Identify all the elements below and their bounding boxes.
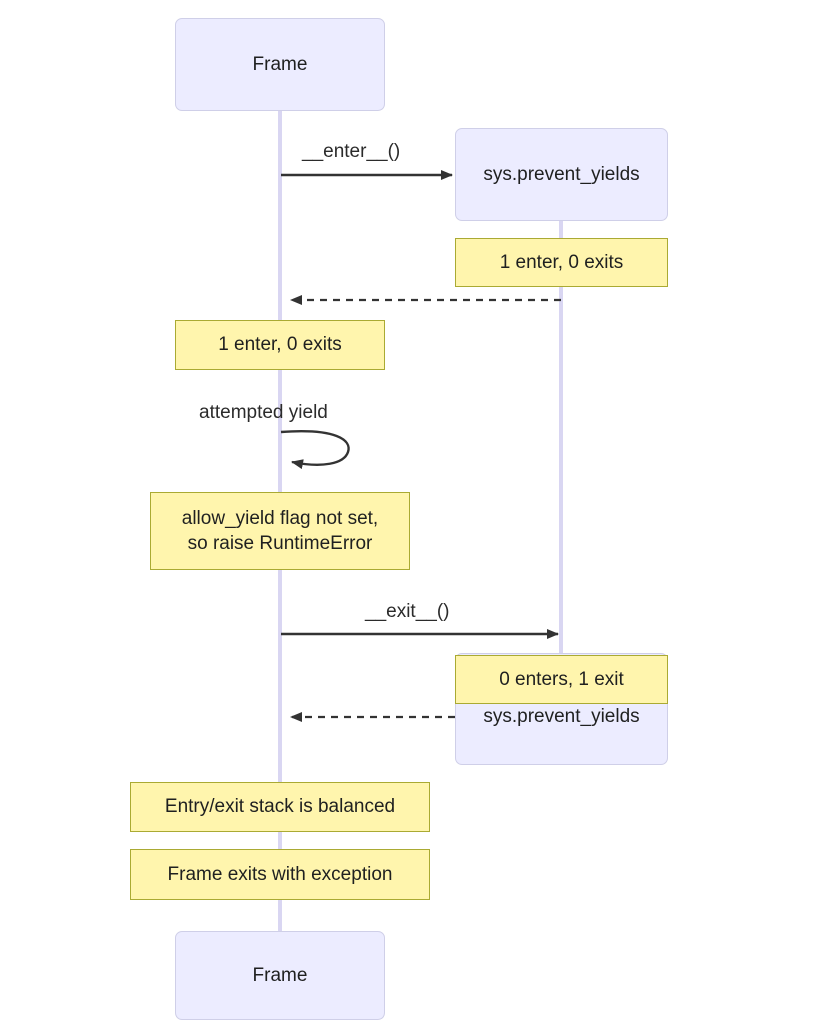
note-enter-count-right: 1 enter, 0 exits (455, 238, 668, 287)
note-text: 1 enter, 0 exits (499, 251, 624, 273)
note-enter-count-left: 1 enter, 0 exits (175, 320, 385, 370)
participant-label-sys-prevent-yields-top: sys.prevent_yields (483, 163, 640, 185)
note-text: allow_yield flag not set, so raise Runti… (181, 507, 379, 554)
participant-box-frame-bottom[interactable]: Frame (175, 931, 385, 1020)
message-label-exit: __exit__() (365, 601, 450, 622)
note-text: 0 enters, 1 exit (499, 668, 624, 690)
message-arrow-attempted-yield (280, 430, 350, 470)
note-text: Entry/exit stack is balanced (164, 796, 396, 818)
message-label-enter: __enter__() (302, 141, 401, 162)
participant-box-frame-top[interactable]: Frame (175, 18, 385, 111)
note-text: 1 enter, 0 exits (218, 334, 342, 356)
participant-label-frame-top: Frame (252, 53, 308, 75)
message-label-attempted-yield: attempted yield (199, 402, 328, 423)
note-exit-count-right: 0 enters, 1 exit (455, 655, 668, 704)
participant-label-frame-bottom: Frame (252, 964, 308, 986)
note-allow-yield-flag: allow_yield flag not set, so raise Runti… (150, 492, 410, 570)
participant-label-sys-prevent-yields-bottom: sys.prevent_yields (483, 706, 640, 727)
note-stack-balanced: Entry/exit stack is balanced (130, 782, 430, 832)
participant-box-sys-prevent-yields-top[interactable]: sys.prevent_yields (455, 128, 668, 221)
note-text: Frame exits with exception (167, 863, 393, 885)
note-frame-exits-exception: Frame exits with exception (130, 849, 430, 900)
